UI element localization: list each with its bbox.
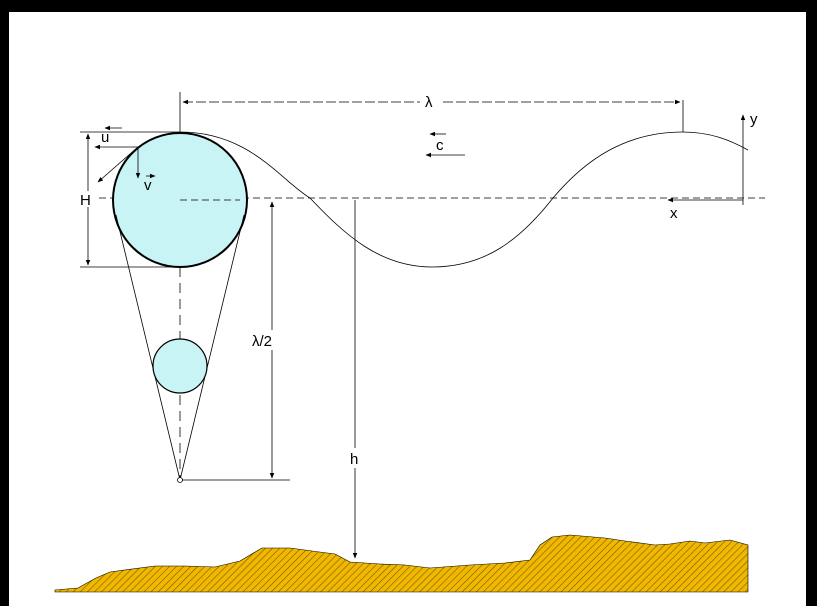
wave-height-label: H: [80, 192, 91, 209]
resultant-velocity-arrow: [97, 146, 139, 183]
deep-orbit-circle: [152, 338, 208, 394]
depth-label: h: [350, 451, 358, 468]
cone-line-left: [115, 214, 181, 481]
cone-line-right: [179, 214, 245, 481]
orbit-origin-point: [177, 477, 183, 483]
u-label: u: [101, 129, 109, 146]
sea-bed: [54, 534, 749, 593]
v-label: v: [144, 177, 152, 194]
half-lambda-label: λ/2: [252, 333, 272, 350]
wave-profile: [179, 131, 749, 268]
celerity-label: c: [436, 137, 444, 154]
y-axis-label: y: [750, 111, 758, 128]
x-axis-label: x: [670, 205, 678, 222]
lambda-label: λ: [425, 94, 433, 111]
